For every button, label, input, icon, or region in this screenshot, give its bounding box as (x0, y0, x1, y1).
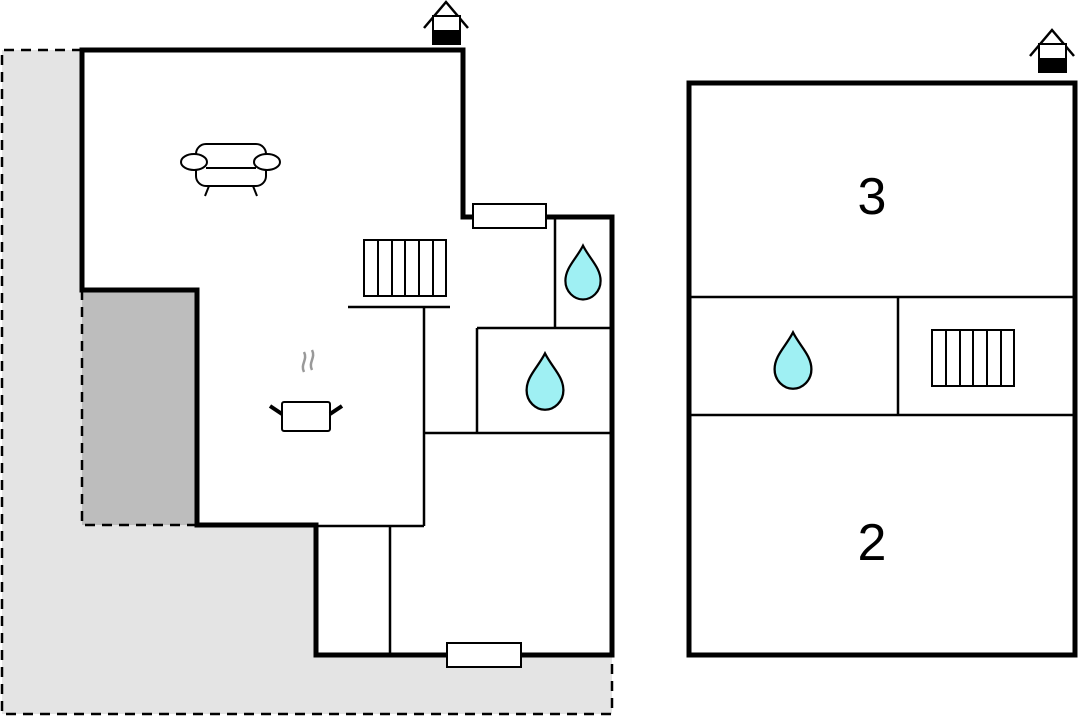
room-number-2: 2 (858, 514, 887, 572)
sofa-icon (180, 143, 281, 197)
interior-walls (316, 217, 612, 655)
ground-floor-plan (0, 0, 615, 716)
window-icon (472, 203, 547, 229)
entrance-icon (422, 0, 470, 46)
terrace-area (2, 50, 612, 714)
radiator-icon (931, 329, 1015, 387)
cooking-pot-icon (268, 349, 344, 432)
window-icon (446, 642, 522, 668)
entrance-icon (1028, 28, 1076, 74)
terrace-boundary (0, 48, 614, 716)
covered-terrace-boundary (80, 290, 197, 527)
room-number-3: 3 (858, 168, 887, 226)
radiator-icon (363, 239, 447, 297)
upper-floor-plan: 3 2 (686, 28, 1078, 658)
exterior-walls (79, 47, 615, 658)
house-floor (82, 50, 612, 655)
covered-terrace-area (82, 290, 197, 525)
